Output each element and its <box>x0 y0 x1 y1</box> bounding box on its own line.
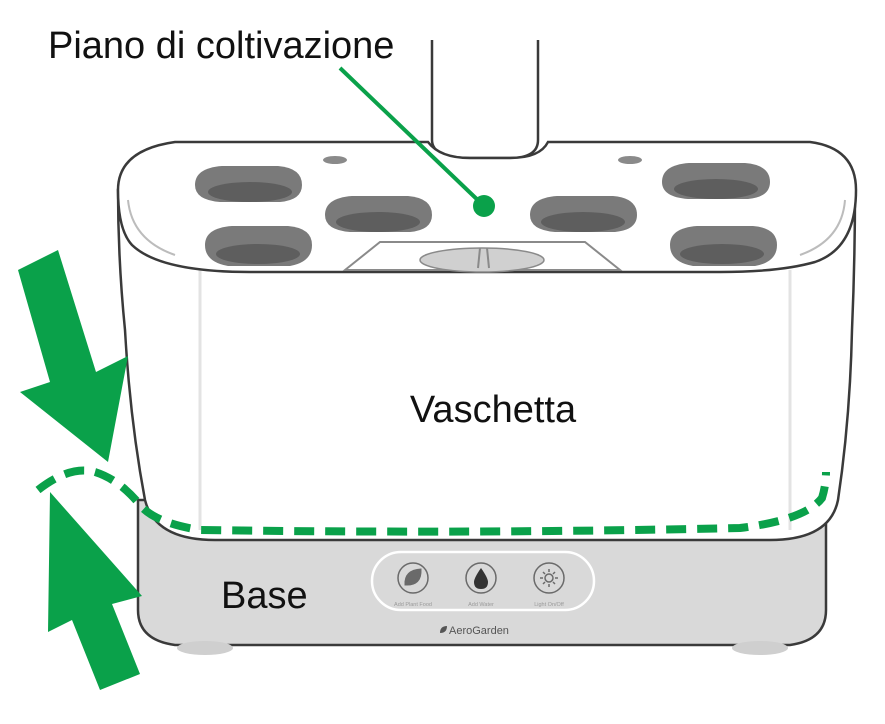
sun-icon <box>540 569 558 587</box>
add-water-button[interactable]: Add Water <box>465 562 497 608</box>
seed-pod <box>205 226 312 266</box>
base-label: Base <box>221 575 308 617</box>
seed-pod <box>670 226 777 266</box>
seed-pod <box>662 163 770 199</box>
seed-pods <box>195 163 777 266</box>
brand-name: AeroGarden <box>449 625 509 637</box>
brand-logo: AeroGarden <box>440 625 509 637</box>
leaf-icon <box>404 568 422 586</box>
seed-pod <box>530 196 637 232</box>
seed-pod <box>195 166 302 202</box>
bowl-label: Vaschetta <box>410 389 577 431</box>
water-drop-icon <box>474 568 488 589</box>
light-toggle-button[interactable]: Light On/Off <box>533 562 565 608</box>
seed-pod <box>325 196 432 232</box>
add-plant-food-label: Add Plant Food <box>394 602 432 608</box>
bowl-body <box>116 188 857 542</box>
add-water-label: Add Water <box>468 602 494 608</box>
bowl-base-boundary-line <box>35 466 830 536</box>
grow-deck-label: Piano di coltivazione <box>48 25 394 67</box>
light-toggle-label: Light On/Off <box>534 602 564 608</box>
light-post <box>430 40 540 160</box>
lower-arrow <box>48 492 142 690</box>
control-panel: Add Plant Food Add Water Light On/Off Ae… <box>370 550 596 637</box>
add-plant-food-button[interactable]: Add Plant Food <box>394 562 432 608</box>
grow-deck-pointer <box>338 66 495 217</box>
brand-leaf-icon <box>440 626 447 633</box>
upper-arrow <box>18 250 128 462</box>
